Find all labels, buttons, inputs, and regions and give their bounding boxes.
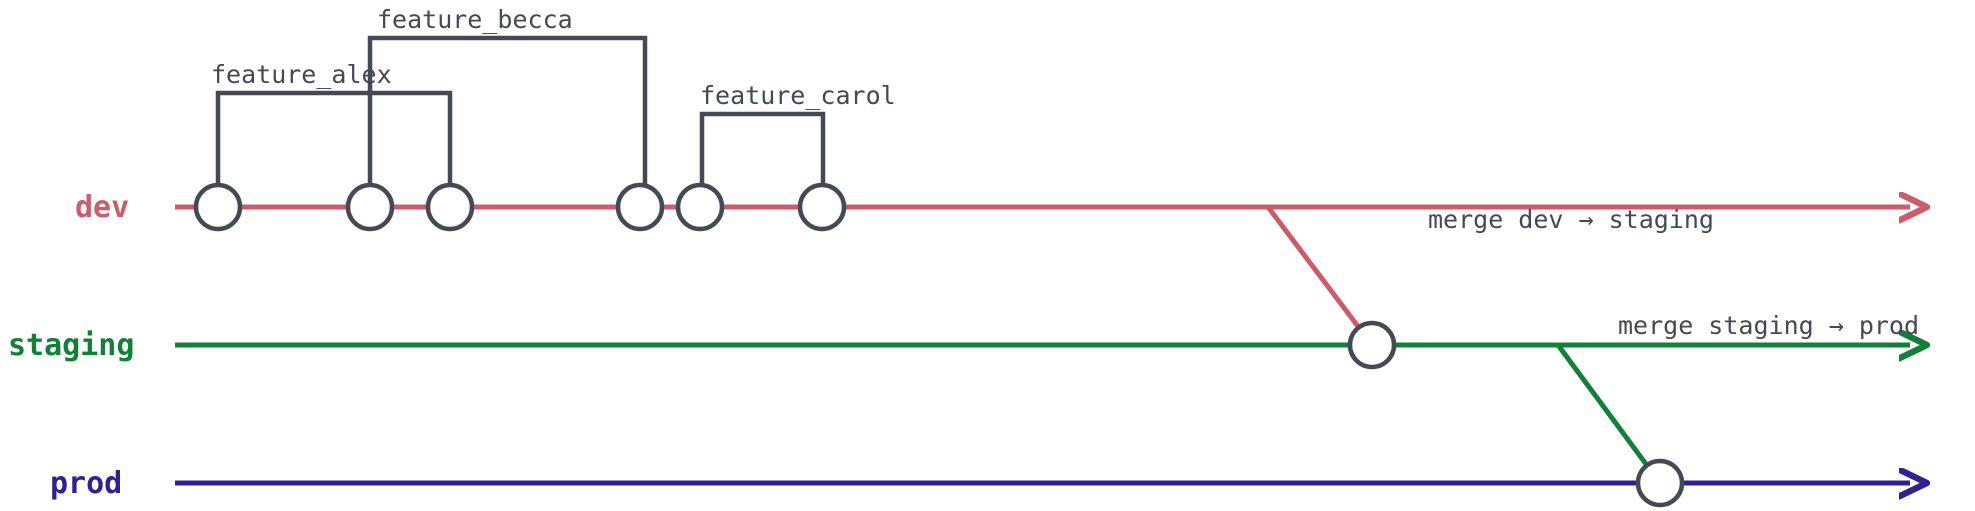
- commit-node-dev-5[interactable]: [797, 182, 847, 232]
- merge-staging-prod-label: merge staging → prod: [1618, 311, 1919, 340]
- branch-label-prod: prod: [50, 466, 122, 501]
- branch-label-dev: dev: [75, 190, 129, 225]
- feature-bracket-feature_carol: feature_carol: [699, 81, 896, 185]
- branch-prod: prod: [50, 466, 1910, 501]
- feature-label-feature_becca: feature_becca: [377, 5, 573, 34]
- merge-staging-prod: [1555, 343, 1663, 485]
- bracket-path-feature_becca: [367, 35, 648, 185]
- merge-dev-staging-line: [1266, 205, 1374, 347]
- commit-node-dev-4[interactable]: [675, 182, 725, 232]
- commit-node-dev-1[interactable]: [345, 182, 395, 232]
- merge-dev-staging: [1266, 205, 1374, 347]
- bracket-path-feature_carol: [699, 111, 826, 185]
- merge-staging-prod-line: [1555, 343, 1663, 485]
- commit-node-prod-0[interactable]: [1635, 458, 1685, 508]
- feature-bracket-feature_becca: feature_becca: [367, 5, 648, 185]
- merge-dev-staging-label: merge dev → staging: [1428, 205, 1714, 234]
- feature-label-feature_carol: feature_carol: [700, 81, 896, 110]
- commit-node-dev-3[interactable]: [615, 182, 665, 232]
- bracket-path-feature_alex: [215, 90, 453, 185]
- commit-node-staging-0[interactable]: [1347, 320, 1397, 370]
- branch-staging: staging: [8, 328, 1910, 363]
- branch-label-staging: staging: [8, 328, 134, 363]
- commit-node-dev-0[interactable]: [193, 182, 243, 232]
- feature-label-feature_alex: feature_alex: [211, 60, 392, 89]
- feature-bracket-feature_alex: feature_alex: [211, 60, 453, 185]
- commit-node-dev-2[interactable]: [425, 182, 475, 232]
